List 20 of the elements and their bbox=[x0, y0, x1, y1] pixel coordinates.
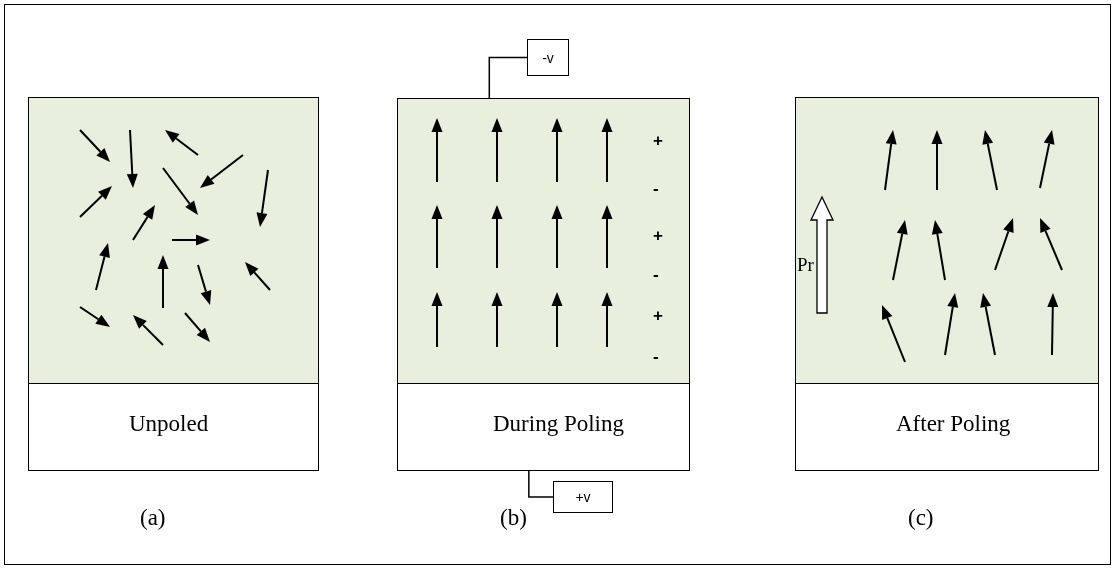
figure-label: (a) bbox=[140, 505, 166, 531]
voltage-box: +v bbox=[553, 481, 613, 513]
figure-label: (c) bbox=[908, 505, 934, 531]
sample-box bbox=[795, 97, 1099, 471]
charge-sign: + bbox=[653, 227, 663, 244]
figure-label: (b) bbox=[500, 505, 527, 531]
voltage-box: -v bbox=[527, 39, 569, 76]
charge-sign: - bbox=[653, 348, 659, 365]
panel-caption: During Poling bbox=[493, 411, 624, 437]
panel-caption: After Poling bbox=[896, 411, 1011, 437]
sample-box bbox=[28, 97, 319, 471]
charge-sign: - bbox=[653, 180, 659, 197]
charge-sign: + bbox=[653, 307, 663, 324]
charge-sign: - bbox=[653, 266, 659, 283]
panel-caption: Unpoled bbox=[129, 411, 209, 437]
charge-sign: + bbox=[653, 132, 663, 149]
wire bbox=[488, 56, 528, 99]
wire bbox=[528, 470, 554, 498]
sample-box bbox=[397, 98, 690, 471]
polarization-label: Pr bbox=[797, 254, 814, 276]
